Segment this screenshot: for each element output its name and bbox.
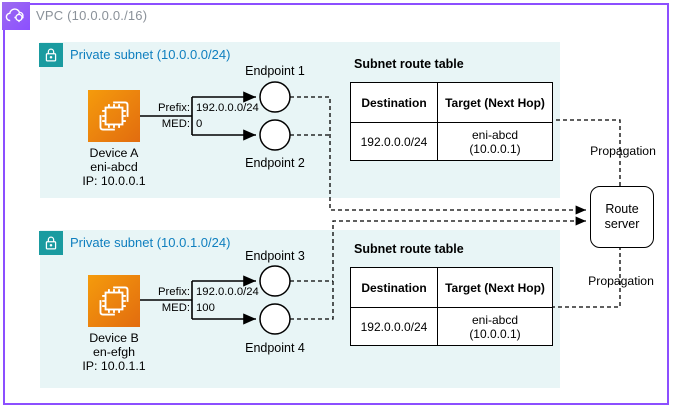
device-b-name: Device B: [89, 331, 139, 345]
endpoint-4-label: Endpoint 4: [245, 341, 305, 355]
route-table-1-col-destination: Destination: [350, 82, 438, 123]
subnet-1-title: Private subnet (10.0.0.0/24): [70, 47, 231, 62]
device-b-icon: [88, 275, 140, 327]
endpoint-2-label: Endpoint 2: [245, 156, 305, 170]
med-value-2: 100: [196, 302, 215, 314]
prefix-label-2: Prefix:: [157, 286, 190, 298]
route-table-2-col-destination: Destination: [350, 267, 438, 308]
route-table-1: Destination Target (Next Hop) 192.0.0.0/…: [350, 82, 553, 161]
device-a-eni: eni-abcd: [90, 160, 138, 174]
vpc-label: VPC (10.0.0.0./16): [36, 8, 148, 23]
route-table-2-target: eni-abcd (10.0.0.1): [437, 307, 553, 346]
private-subnet-lock-icon: [39, 43, 63, 67]
route-table-2-title: Subnet route table: [354, 242, 464, 256]
propagation-label-top: Propagation: [590, 144, 656, 158]
med-label-1: MED:: [161, 118, 190, 130]
device-a-icon: [88, 90, 140, 142]
device-b-labels: Device B en-efgh IP: 10.0.1.1: [62, 331, 166, 373]
device-a-name: Device A: [89, 146, 139, 160]
subnet-2-title: Private subnet (10.0.1.0/24): [70, 235, 231, 250]
prefix-label-1: Prefix:: [157, 102, 190, 114]
device-b-ip: IP: 10.0.1.1: [82, 359, 146, 373]
med-label-2: MED:: [161, 302, 190, 314]
route-server-node: Route server: [590, 186, 654, 248]
route-table-1-target: eni-abcd (10.0.0.1): [437, 122, 553, 161]
route-table-1-title: Subnet route table: [354, 57, 464, 71]
vpc-cloud-icon: [2, 2, 30, 30]
vpc-boundary: [3, 3, 669, 405]
device-a-ip: IP: 10.0.0.1: [82, 174, 146, 188]
med-value-1: 0: [196, 118, 203, 130]
device-a-labels: Device A eni-abcd IP: 10.0.0.1: [62, 146, 166, 188]
route-table-2: Destination Target (Next Hop) 192.0.0.0/…: [350, 267, 553, 346]
prefix-value-2: 192.0.0.0/24: [196, 286, 259, 298]
prefix-value-1: 192.0.0.0/24: [196, 102, 259, 114]
route-server-label: Route server: [604, 202, 640, 231]
endpoint-1-label: Endpoint 1: [245, 64, 305, 78]
route-table-2-col-target: Target (Next Hop): [437, 267, 553, 308]
route-table-1-destination: 192.0.0.0/24: [350, 122, 438, 161]
route-table-2-destination: 192.0.0.0/24: [350, 307, 438, 346]
propagation-label-bottom: Propagation: [588, 274, 654, 288]
device-b-eni: en-efgh: [92, 345, 136, 359]
private-subnet-lock-icon: [39, 231, 63, 255]
route-table-1-col-target: Target (Next Hop): [437, 82, 553, 123]
endpoint-3-label: Endpoint 3: [245, 249, 305, 263]
